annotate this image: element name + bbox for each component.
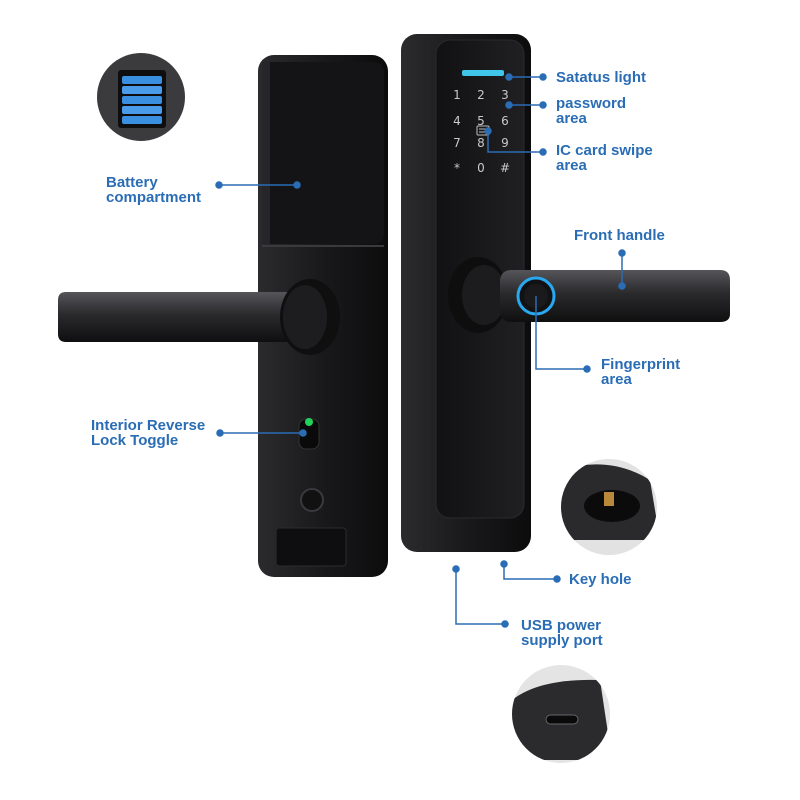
status-light-bar <box>462 70 504 76</box>
key-hole-inset <box>561 459 657 555</box>
reverse-lock-toggle <box>298 418 320 450</box>
keypad-key: 8 <box>477 136 485 150</box>
keypad-key: 1 <box>453 88 461 102</box>
keypad-key: 3 <box>501 88 509 102</box>
usb-port-inset <box>512 665 610 763</box>
keypad-key: 6 <box>501 114 509 128</box>
keypad-key: * <box>454 161 460 175</box>
label-reverse-lock-toggle: Interior Reverse Lock Toggle <box>91 417 206 449</box>
keypad-key: # <box>500 161 510 175</box>
front-handle <box>448 257 730 333</box>
keypad-key: 9 <box>501 136 509 150</box>
label-key-hole: Key hole <box>569 571 632 588</box>
keypad-key: 0 <box>477 161 485 175</box>
usb-port-icon <box>545 714 579 725</box>
keypad-key: 7 <box>453 136 461 150</box>
keypad-key: 5 <box>477 114 485 128</box>
battery-cells-icon <box>122 76 162 124</box>
label-ic-card-area: IC card swipe area <box>556 142 653 174</box>
label-usb-port: USB power supply port <box>521 617 603 649</box>
label-front-handle: Front handle <box>574 227 665 244</box>
label-status-light: Satatus light <box>556 69 647 86</box>
label-password-area: password area <box>556 95 627 127</box>
keypad: 1 2 3 4 5 6 7 8 9 * 0 # <box>453 88 510 175</box>
key-hole-icon <box>584 490 640 522</box>
leader-lines <box>215 73 626 628</box>
keypad-key: 4 <box>453 114 461 128</box>
label-fingerprint-area: Fingerprint area <box>601 356 681 388</box>
battery-inset <box>97 53 185 141</box>
label-battery-compartment: Battery compartment <box>106 174 202 206</box>
interior-handle <box>58 279 340 355</box>
keypad-key: 2 <box>477 88 485 102</box>
